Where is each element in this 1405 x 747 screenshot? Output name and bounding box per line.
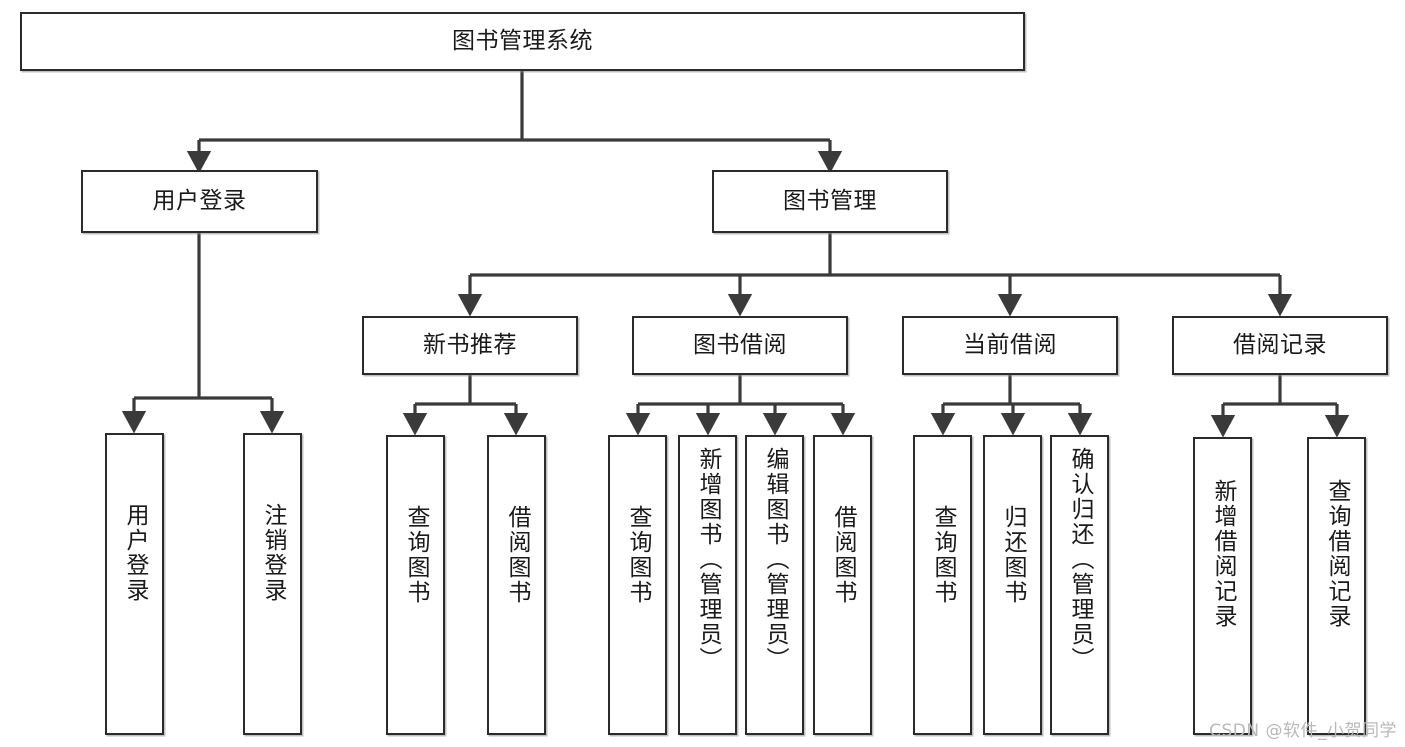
node-book-borrow[interactable]: 图书借阅 (632, 316, 848, 375)
leaf-record-add-borrow-record[interactable]: 新增借阅记录 (1193, 437, 1252, 735)
connector-root-to-level2 (186, 71, 843, 174)
node-label: 新增图书（管理员） (695, 447, 721, 672)
node-label: 归还图书 (1000, 505, 1026, 605)
watermark-csdn: CSDN @软件_小贺同学 (1209, 721, 1397, 741)
node-borrow-record[interactable]: 借阅记录 (1172, 316, 1388, 375)
leaf-current-confirm-return-admin[interactable]: 确认归还（管理员） (1050, 435, 1109, 735)
connector-currentborrow-to-leaves (930, 375, 1093, 436)
leaf-borrow-borrow-books[interactable]: 借阅图书 (813, 435, 872, 735)
node-label: 注销登录 (260, 503, 286, 603)
node-label: 查询图书 (403, 505, 429, 605)
connector-newbook-to-leaves (402, 375, 529, 436)
leaf-borrow-edit-book-admin[interactable]: 编辑图书（管理员） (745, 435, 804, 735)
node-label: 查询图书 (625, 505, 651, 605)
node-label: 确认归还（管理员） (1067, 447, 1093, 672)
leaf-current-return-books[interactable]: 归还图书 (983, 435, 1042, 735)
node-user-login[interactable]: 用户登录 (81, 170, 318, 233)
connector-bookmgmt-to-level3 (457, 233, 1293, 317)
connector-borrowrecord-to-leaves (1210, 375, 1350, 438)
node-new-book-recommend[interactable]: 新书推荐 (362, 316, 578, 375)
leaf-newbook-query-books[interactable]: 查询图书 (386, 435, 445, 735)
node-current-borrow[interactable]: 当前借阅 (902, 316, 1118, 375)
node-label: 用户登录 (152, 187, 247, 214)
leaf-user-logout[interactable]: 注销登录 (243, 433, 302, 735)
connector-bookborrow-to-leaves (625, 375, 856, 436)
node-label: 编辑图书（管理员） (762, 447, 788, 672)
node-label: 借阅图书 (830, 505, 856, 605)
node-label: 查询图书 (930, 505, 956, 605)
node-label: 用户登录 (122, 503, 148, 603)
node-label: 图书借阅 (693, 331, 787, 358)
node-label: 新增借阅记录 (1210, 479, 1236, 629)
node-root-system[interactable]: 图书管理系统 (20, 12, 1025, 71)
leaf-newbook-borrow-books[interactable]: 借阅图书 (487, 435, 546, 735)
leaf-borrow-query-books[interactable]: 查询图书 (608, 435, 667, 735)
node-label: 图书管理系统 (452, 27, 593, 54)
node-label: 图书管理 (783, 187, 877, 214)
node-label: 借阅记录 (1233, 331, 1327, 358)
connector-userlogin-to-leaves (121, 233, 285, 434)
node-book-management[interactable]: 图书管理 (712, 170, 948, 233)
leaf-borrow-add-book-admin[interactable]: 新增图书（管理员） (678, 435, 737, 735)
leaf-record-query-borrow-record[interactable]: 查询借阅记录 (1307, 437, 1366, 735)
leaf-user-login[interactable]: 用户登录 (105, 433, 164, 735)
node-label: 查询借阅记录 (1324, 479, 1350, 629)
node-label: 新书推荐 (423, 331, 517, 358)
node-label: 借阅图书 (504, 505, 530, 605)
leaf-current-query-books[interactable]: 查询图书 (913, 435, 972, 735)
node-label: 当前借阅 (963, 331, 1057, 358)
